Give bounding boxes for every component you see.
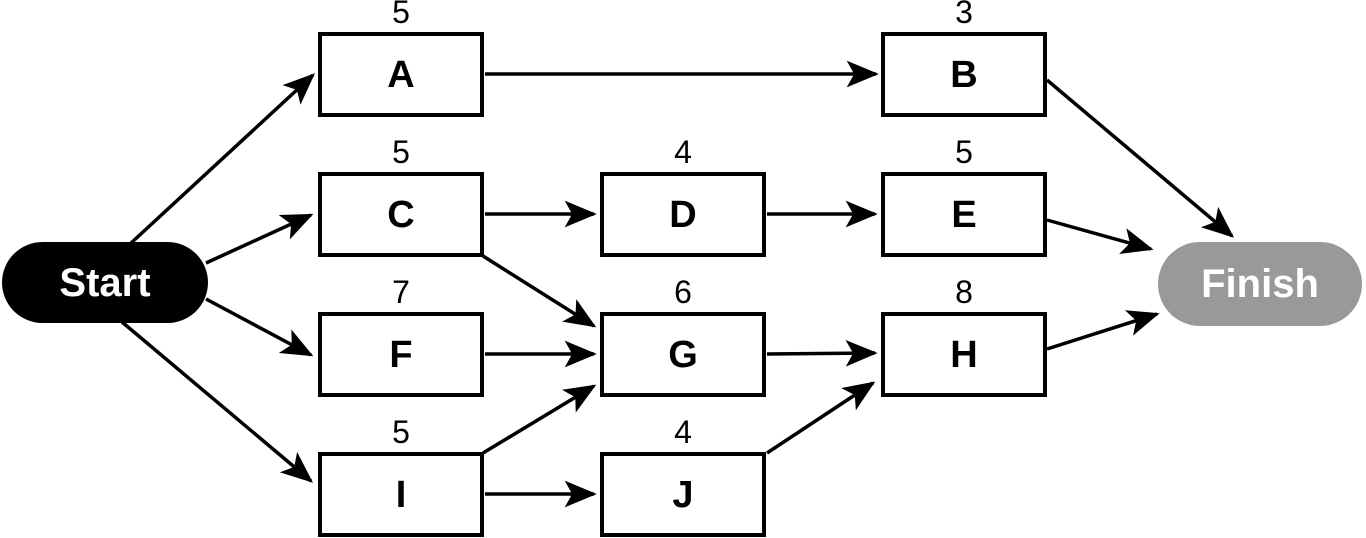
edge-Start-C [205, 213, 314, 265]
duration-label-E: 5 [955, 134, 973, 170]
duration-label-B: 3 [955, 0, 973, 30]
edge-Start-I [120, 320, 314, 483]
task-node-F: F [318, 312, 484, 397]
edge-Start-F [205, 297, 314, 357]
task-node-B: B [881, 32, 1047, 117]
edge-I-G [482, 384, 597, 455]
duration-label-G: 6 [674, 274, 692, 310]
task-label-H: H [950, 333, 978, 376]
task-label-A: A [387, 53, 415, 96]
task-label-J: J [672, 473, 694, 516]
task-node-G: G [600, 312, 766, 397]
task-node-H: H [881, 312, 1047, 397]
duration-label-D: 4 [674, 134, 692, 170]
task-label-C: C [387, 193, 415, 236]
task-node-D: D [600, 172, 766, 257]
duration-label-A: 5 [392, 0, 410, 30]
duration-label-H: 8 [955, 274, 973, 310]
task-label-F: F [389, 333, 413, 376]
edge-B-Finish [1045, 78, 1235, 238]
edge-C-G [482, 254, 597, 328]
start-label: Start [59, 260, 151, 305]
edge-E-Finish [1046, 218, 1154, 254]
task-label-E: E [951, 193, 977, 236]
task-node-C: C [318, 172, 484, 257]
duration-label-J: 4 [674, 414, 692, 450]
task-label-G: G [668, 333, 698, 376]
task-node-I: I [318, 452, 484, 537]
task-label-B: B [950, 53, 978, 96]
duration-label-F: 7 [392, 274, 410, 310]
start-node: Start [2, 242, 208, 323]
edge-J-H [766, 381, 876, 455]
edge-Start-A [128, 73, 315, 246]
task-node-J: J [600, 452, 766, 537]
task-label-D: D [669, 193, 697, 236]
task-node-A: A [318, 32, 484, 117]
duration-label-C: 5 [392, 134, 410, 170]
edge-G-H [766, 339, 878, 367]
task-node-E: E [881, 172, 1047, 257]
edge-H-Finish [1046, 310, 1160, 351]
task-label-I: I [395, 473, 407, 516]
duration-label-I: 5 [392, 414, 410, 450]
finish-label: Finish [1201, 262, 1319, 306]
finish-node: Finish [1158, 242, 1362, 326]
